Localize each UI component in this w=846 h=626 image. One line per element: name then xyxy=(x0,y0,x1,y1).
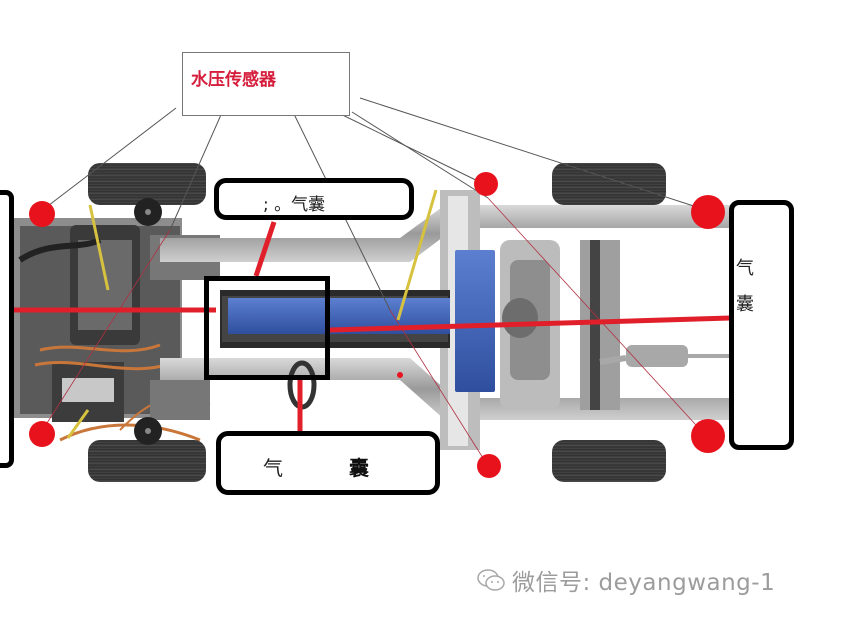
yellow-rod xyxy=(396,189,438,321)
airbag-box-bottom: 气 囊 xyxy=(216,431,440,495)
wechat-icon xyxy=(477,569,505,591)
sensor-dot-top-mid xyxy=(474,172,498,196)
watermark-text: 微信号: deyangwang-1 xyxy=(512,570,776,596)
airbag-box-front-bumper xyxy=(0,190,14,468)
exhaust-muffler xyxy=(599,345,730,367)
sensor-dot-rear-left xyxy=(29,421,55,447)
airbag-connector-top xyxy=(253,221,277,277)
tires xyxy=(88,163,666,482)
sensor-dot-front-left xyxy=(29,201,55,227)
sensor-dot-bottom-right xyxy=(691,419,725,453)
centerline-rear xyxy=(329,315,731,333)
sensor-label: 水压传感器 xyxy=(191,70,276,90)
watermark: 微信号: deyangwang-1 xyxy=(476,563,775,597)
airbag-label-front: ; 。气囊 xyxy=(263,195,326,215)
airbag-box-front: ; 。气囊 xyxy=(214,178,414,220)
yellow-rod xyxy=(88,204,110,291)
sensor-dot-bottom-mid xyxy=(477,454,501,478)
airbag-label-rear: 气 囊 xyxy=(736,258,754,315)
airbag-label-bottom-right: 囊 xyxy=(349,456,369,480)
sensor-dot-top-right xyxy=(691,195,725,229)
sensor-leader-lines-red xyxy=(39,197,707,467)
airbag-box-rear: 气 囊 xyxy=(729,200,794,450)
battery-pack-cross xyxy=(455,250,495,392)
airbag-label-bottom-left: 气 xyxy=(263,456,283,480)
yellow-rod xyxy=(66,409,90,439)
sensor-leader-lines xyxy=(39,97,707,311)
cabin-airbag-outline xyxy=(204,276,330,380)
sensor-dots xyxy=(29,172,725,478)
sensor-dot-small xyxy=(397,372,403,378)
sensor-label-box: 水压传感器 xyxy=(182,52,350,116)
